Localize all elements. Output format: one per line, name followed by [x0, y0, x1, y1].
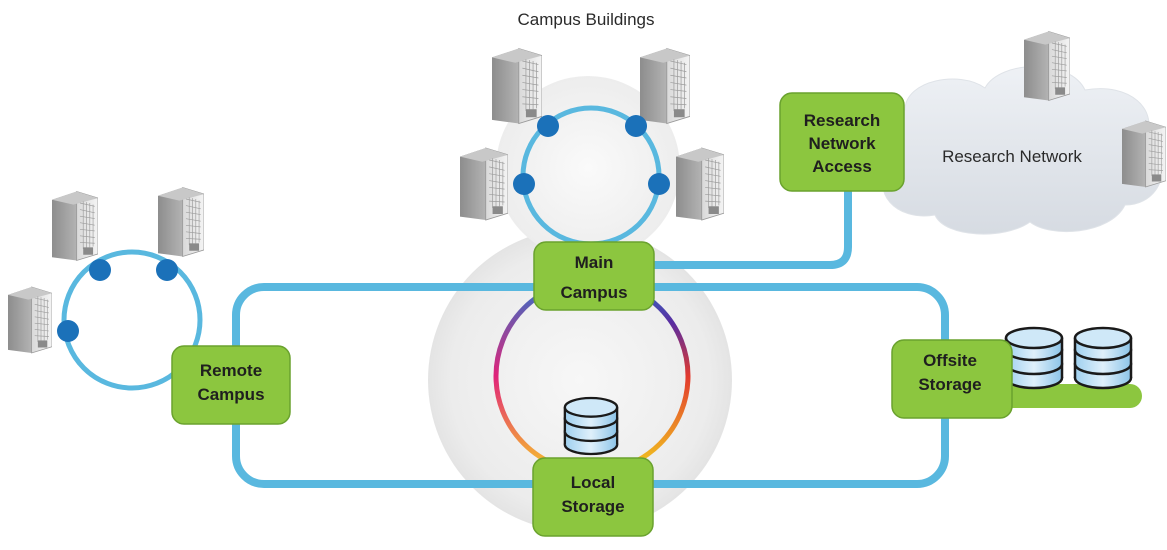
- building-icon: [1024, 31, 1070, 101]
- building-icon: [640, 48, 690, 124]
- node-main-campus[interactable]: Main Campus: [533, 241, 655, 311]
- main-campus-label-line-1: Main: [575, 253, 614, 272]
- local-storage-label-line-2: Storage: [561, 497, 624, 516]
- building-icon: [158, 187, 204, 257]
- building-icon: [1122, 120, 1166, 188]
- node-research-network-access[interactable]: Research Network Access: [779, 92, 905, 192]
- database-icon: [1073, 326, 1133, 390]
- research-access-label-line-1: Research: [804, 111, 881, 130]
- building-icon: [460, 147, 508, 221]
- building-icon: [52, 191, 98, 261]
- local-storage-label-line-1: Local: [571, 473, 615, 492]
- research-link: [600, 185, 852, 269]
- research-access-label-line-2: Network: [808, 134, 876, 153]
- node-offsite-storage[interactable]: Offsite Storage: [891, 339, 1013, 419]
- research-network-label: Research Network: [942, 147, 1082, 166]
- remote-campus-label-line-2: Campus: [197, 385, 264, 404]
- building-icon: [8, 286, 52, 354]
- connection-dots: [57, 115, 670, 342]
- offsite-storage-label-line-1: Offsite: [923, 351, 977, 370]
- building-icon: [676, 147, 724, 221]
- node-remote-campus[interactable]: Remote Campus: [171, 345, 291, 425]
- remote-campus-label-line-1: Remote: [200, 361, 262, 380]
- main-campus-label-line-2: Campus: [560, 283, 627, 302]
- database-icon: [563, 396, 619, 456]
- offsite-storage-label-line-2: Storage: [918, 375, 981, 394]
- research-access-label-line-3: Access: [812, 157, 872, 176]
- remote-campus-ring: [61, 249, 203, 391]
- node-local-storage[interactable]: Local Storage: [532, 457, 654, 537]
- building-icon: [492, 48, 542, 124]
- database-icon: [1004, 326, 1064, 390]
- campus-buildings-title: Campus Buildings: [517, 10, 654, 29]
